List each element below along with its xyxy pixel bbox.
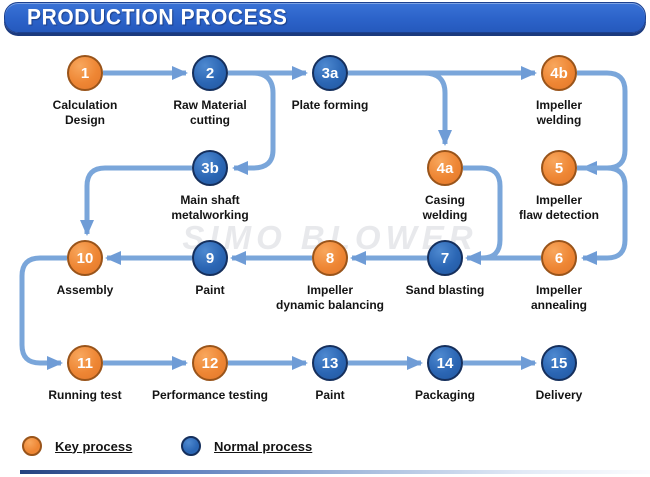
node-13-label: Paint (315, 388, 345, 402)
node-9-circle: 9 (192, 240, 228, 276)
key-process-label: Key process (55, 438, 133, 454)
node-6: 6 Impeller annealing (489, 240, 629, 313)
page-title: PRODUCTION PROCESS (27, 4, 288, 30)
node-4b: 4b Impeller welding (489, 55, 629, 128)
node-3a-label: Plate forming (291, 98, 369, 112)
node-14-circle: 14 (427, 345, 463, 381)
arrow-10-11 (19, 255, 67, 370)
node-1: 1 Calculation Design (15, 55, 155, 128)
node-10: 10 Assembly (15, 240, 155, 298)
node-8-circle: 8 (312, 240, 348, 276)
node-9: 9 Paint (140, 240, 280, 298)
node-3a: 3a Plate forming (260, 55, 400, 113)
node-7-label: Sand blasting (405, 283, 485, 297)
node-11: 11 Running test (15, 345, 155, 403)
node-2-circle: 2 (192, 55, 228, 91)
node-14-label: Packaging (414, 388, 476, 402)
node-12-circle: 12 (192, 345, 228, 381)
node-7-circle: 7 (427, 240, 463, 276)
node-10-circle: 10 (67, 240, 103, 276)
node-4b-label: Impeller welding (535, 98, 583, 127)
normal-process-label: Normal process (214, 438, 313, 454)
node-14: 14 Packaging (375, 345, 515, 403)
node-4a: 4a Casing welding (375, 150, 515, 223)
node-15: 15 Delivery (489, 345, 629, 403)
header-bar: PRODUCTION PROCESS (4, 2, 646, 33)
node-9-label: Paint (195, 283, 225, 297)
node-6-label: Impeller annealing (530, 283, 587, 312)
node-15-circle: 15 (541, 345, 577, 381)
node-1-circle: 1 (67, 55, 103, 91)
arrow-2-3b (232, 70, 276, 175)
node-12-label: Performance testing (151, 388, 269, 402)
node-12: 12 Performance testing (140, 345, 280, 403)
node-4b-circle: 4b (541, 55, 577, 91)
node-7: 7 Sand blasting (375, 240, 515, 298)
arrow-5-6 (577, 165, 628, 265)
node-13: 13 Paint (260, 345, 400, 403)
node-2-label: Raw Material cutting (173, 98, 247, 127)
node-3b-label: Main shaft metalworking (171, 193, 249, 222)
legend-item-key: Key process (22, 436, 132, 456)
bottom-divider (20, 470, 650, 474)
node-5-label: Impeller flaw detection (518, 193, 599, 222)
node-5: 5 Impeller flaw detection (489, 150, 629, 223)
arrow-3a-4a (423, 70, 452, 146)
node-11-circle: 11 (67, 345, 103, 381)
node-3a-circle: 3a (312, 55, 348, 91)
node-5-circle: 5 (541, 150, 577, 186)
node-1-label: Calculation Design (52, 98, 118, 127)
node-4a-circle: 4a (427, 150, 463, 186)
node-3b-circle: 3b (192, 150, 228, 186)
node-3b: 3b Main shaft metalworking (140, 150, 280, 223)
legend: Key process Normal process (0, 436, 650, 460)
node-13-circle: 13 (312, 345, 348, 381)
node-8-label: Impeller dynamic balancing (275, 283, 385, 312)
key-process-dot-icon (22, 436, 42, 456)
node-2: 2 Raw Material cutting (140, 55, 280, 128)
legend-item-normal: Normal process (181, 436, 312, 456)
arrow-3b-10 (80, 165, 192, 236)
node-15-label: Delivery (535, 388, 583, 402)
node-11-label: Running test (48, 388, 122, 402)
node-4a-label: Casing welding (422, 193, 468, 222)
node-6-circle: 6 (541, 240, 577, 276)
node-10-label: Assembly (56, 283, 114, 297)
normal-process-dot-icon (181, 436, 201, 456)
node-8: 8 Impeller dynamic balancing (260, 240, 400, 313)
